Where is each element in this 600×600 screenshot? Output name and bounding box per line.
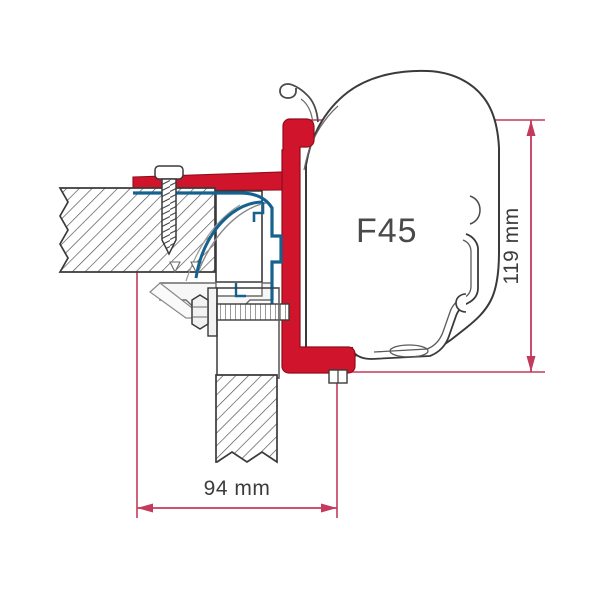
arrow-width-right: [321, 503, 337, 513]
mount-casting: [149, 190, 273, 319]
product-label: F45: [356, 212, 418, 250]
awning-case-inner-lip: [303, 105, 339, 171]
bolt-shank: [216, 303, 290, 321]
dimension-label-height: 119 mm: [500, 207, 523, 284]
bolt-washer: [207, 287, 218, 337]
bolt-hex-nut: [191, 294, 209, 330]
case-underside-detail: [389, 344, 429, 358]
seal-bottom-step: [234, 283, 246, 298]
adapter-vertical-bar: [281, 118, 356, 374]
casting-upper-box: [215, 190, 263, 283]
wall-outline: [58, 187, 216, 273]
dimension-label-width: 94 mm: [204, 477, 271, 500]
lead-rail: [351, 195, 481, 360]
support-column: [215, 374, 278, 464]
case-right-bulge: [469, 195, 481, 225]
arrow-width-left: [137, 503, 153, 513]
bottom-bolt-detail: [328, 369, 348, 384]
seal-profile: [133, 191, 283, 312]
casting-curved-web: [195, 202, 267, 279]
support-column-outline: [215, 374, 278, 464]
mounting-screw: [154, 165, 184, 256]
hex-bolt: [191, 287, 290, 379]
wall-section: [58, 187, 216, 273]
seal-outer-curve: [228, 191, 283, 300]
top-hook: [279, 83, 319, 125]
casting-curved-web2: [185, 204, 241, 282]
top-hook-outline: [279, 83, 319, 123]
casting-mark-1: [169, 261, 181, 274]
lead-rail-notch: [455, 293, 467, 313]
seal-step: [252, 202, 265, 222]
arrow-height-bottom: [526, 356, 536, 372]
screw-head: [154, 165, 184, 180]
seal-inner-curve: [194, 200, 264, 279]
arrow-height-top: [526, 120, 536, 136]
screw-shank: [161, 178, 177, 256]
